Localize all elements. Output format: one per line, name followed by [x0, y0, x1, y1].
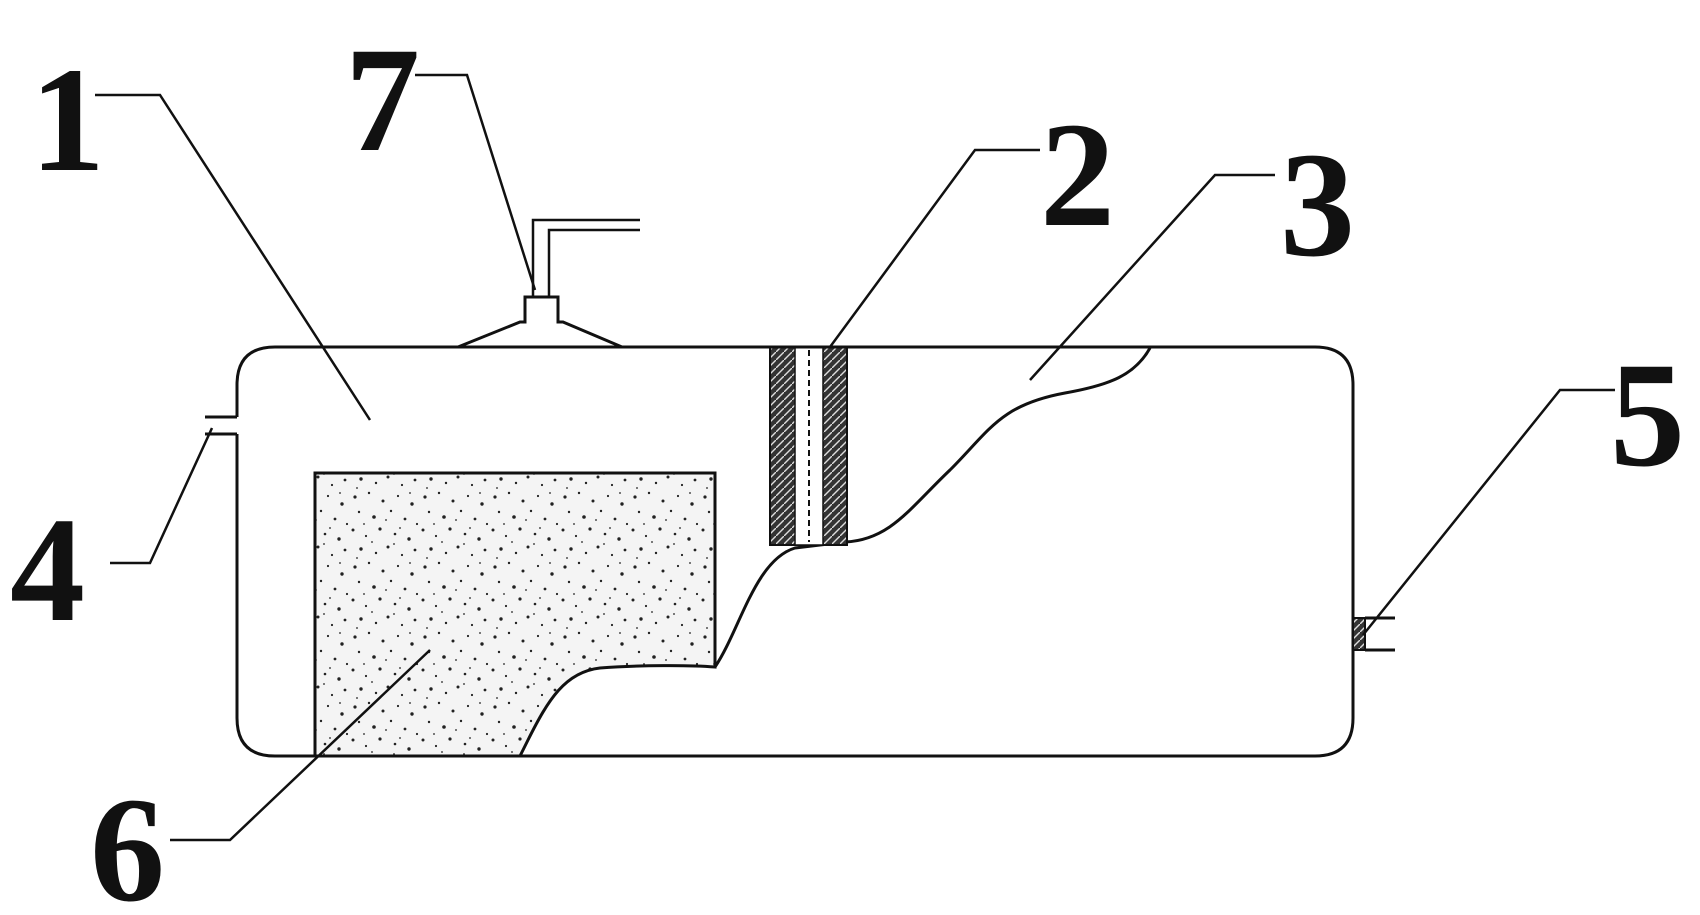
vessel-top-left-corner: [235, 345, 276, 386]
leader-line-7: [415, 73, 537, 291]
leader-line-3: [1029, 173, 1275, 381]
top-fitting-pipe: [531, 218, 640, 297]
label-3: 3: [1280, 122, 1355, 288]
leader-line-5: [1362, 388, 1615, 636]
label-7: 7: [345, 17, 420, 183]
leader-line-6: [170, 649, 431, 842]
label-1: 1: [30, 37, 105, 203]
label-2: 2: [1040, 92, 1115, 258]
leader-line-2: [828, 148, 1040, 348]
vessel-body: [235, 345, 1355, 758]
label-5: 5: [1610, 332, 1685, 498]
label-4: 4: [10, 487, 85, 653]
internal-boundary-curve: [713, 347, 1152, 668]
top-fitting-cone: [457, 295, 623, 349]
porous-block: [313, 471, 717, 758]
leader-line-4: [110, 427, 214, 565]
label-6: 6: [90, 767, 165, 915]
leader-line-1: [95, 93, 372, 421]
